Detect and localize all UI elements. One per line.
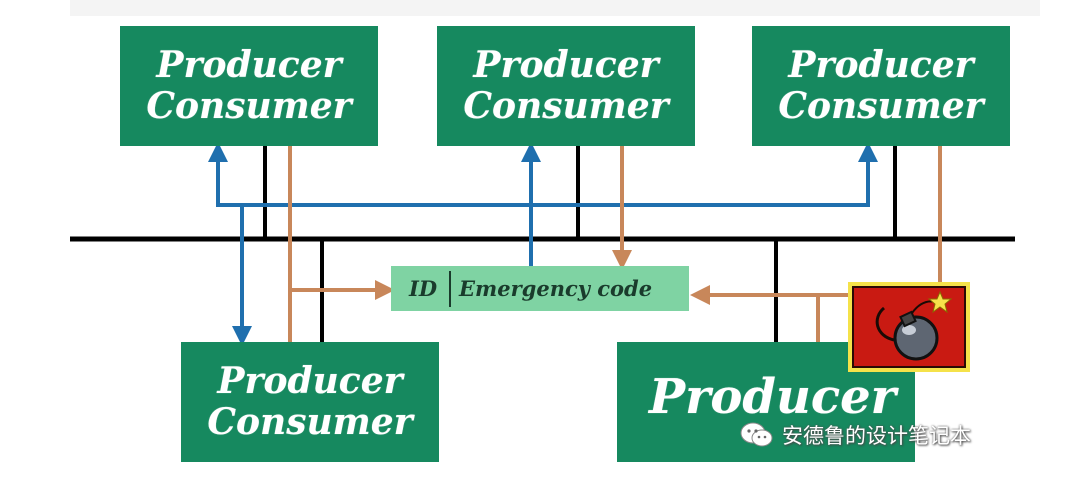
node-top-left: Producer Consumer [120, 26, 378, 146]
node-bottom-left: Producer Consumer [181, 342, 439, 462]
message-field-separator [449, 270, 451, 307]
message-frame: ID Emergency code [391, 266, 689, 311]
node-label-producer: Producer [217, 359, 403, 402]
request-path [216, 160, 870, 207]
node-top-mid: Producer Consumer [437, 26, 695, 146]
wechat-icon [740, 421, 774, 449]
watermark: 安德鲁的设计笔记本 [740, 418, 971, 452]
node-label-consumer: Consumer [463, 85, 669, 127]
node-label-consumer: Consumer [778, 85, 984, 127]
node-label-producer: Producer [473, 43, 659, 86]
bomb-frame [852, 286, 966, 368]
node-label-producer: Producer [156, 43, 342, 86]
bomb-icon [875, 290, 953, 361]
node-top-right: Producer Consumer [752, 26, 1010, 146]
watermark-text: 安德鲁的设计笔记本 [782, 424, 971, 448]
message-id-field: ID [409, 276, 438, 301]
node-label-producer: Producer [788, 43, 974, 86]
node-label-consumer: Consumer [146, 85, 352, 127]
message-code-field: Emergency code [459, 276, 653, 301]
top-band [70, 0, 1040, 16]
bomb-card [848, 282, 970, 372]
node-label-producer: Producer [649, 369, 896, 425]
node-label-consumer: Consumer [207, 401, 413, 443]
